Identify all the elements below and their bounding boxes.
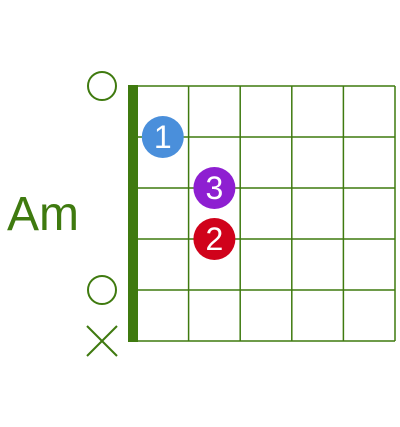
finger-dot-circle bbox=[193, 167, 236, 209]
finger-number: 2 bbox=[206, 221, 224, 257]
string-markers bbox=[86, 71, 118, 357]
nut bbox=[128, 85, 138, 342]
open-string-circle-icon bbox=[87, 275, 117, 305]
muted-string-x-icon bbox=[86, 325, 118, 357]
finger-number: 1 bbox=[154, 119, 172, 155]
chord-name: Am bbox=[7, 188, 79, 241]
finger-dot: 3 bbox=[193, 167, 236, 209]
finger-dots: 13 2 bbox=[141, 116, 236, 260]
finger-number: 3 bbox=[206, 170, 224, 206]
nut-layer bbox=[128, 85, 138, 342]
finger-dot: 1 bbox=[141, 116, 184, 158]
finger-dot: 2 bbox=[193, 218, 236, 260]
finger-dot-circle bbox=[141, 116, 184, 158]
open-string-circle-icon bbox=[87, 71, 117, 101]
finger-dot-circle bbox=[193, 218, 236, 260]
